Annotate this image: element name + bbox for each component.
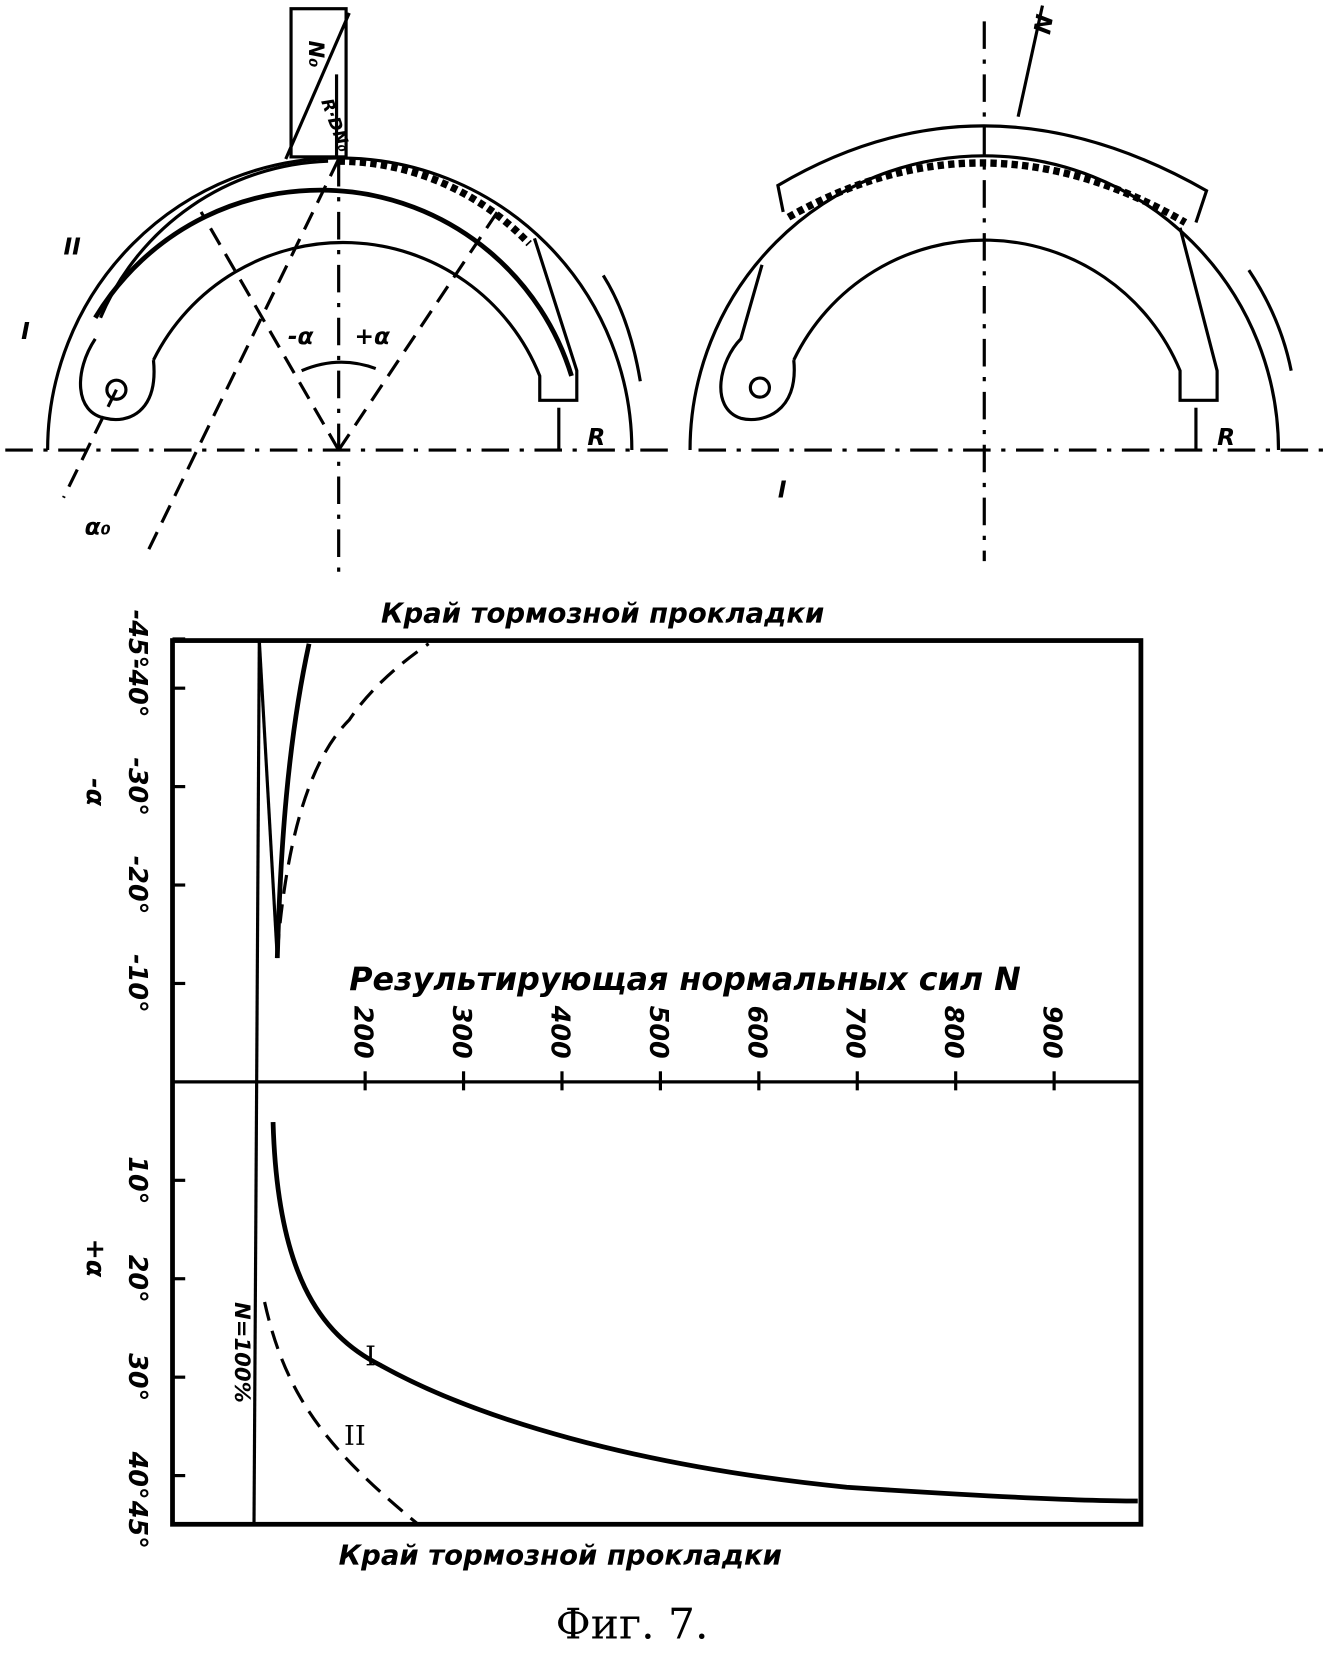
shoe-web bbox=[152, 237, 579, 402]
r-label-left: R bbox=[587, 424, 605, 451]
n-arrow bbox=[1016, 5, 1045, 118]
x-tick-label: 500 bbox=[644, 1006, 674, 1059]
n-100-percent-line bbox=[252, 640, 261, 1525]
y-tick-label: -40° bbox=[123, 659, 153, 718]
y-tick-label: 40° bbox=[123, 1451, 153, 1500]
rotation-arrow bbox=[601, 274, 642, 382]
shoe-web-right bbox=[792, 227, 1219, 402]
x-tick-label: 800 bbox=[939, 1006, 969, 1059]
x-tick-label: 700 bbox=[841, 1006, 871, 1059]
alpha-arc bbox=[301, 360, 377, 373]
curve-ii-bottom bbox=[263, 1301, 420, 1526]
force-box bbox=[289, 7, 348, 159]
curve-i-label: I bbox=[365, 1341, 376, 1373]
drum-outline-right bbox=[688, 154, 1281, 451]
curve-i-top bbox=[274, 643, 312, 959]
alpha0-line-a bbox=[146, 158, 341, 552]
shoe-i-label: I bbox=[21, 318, 30, 345]
figure-caption: Фиг. 7. bbox=[556, 1600, 709, 1649]
r-dn0-label: R·DN₀ bbox=[317, 96, 355, 155]
curve-ii-label: II bbox=[344, 1420, 366, 1452]
y-tick-label: -10° bbox=[123, 954, 153, 1013]
x-tick-label: 400 bbox=[545, 1005, 575, 1059]
alpha0-label: α₀ bbox=[85, 514, 111, 541]
x-tick-label: 200 bbox=[349, 1006, 379, 1059]
pivot-pin-icon bbox=[748, 376, 772, 399]
shoe-lining-inner bbox=[99, 159, 329, 319]
y-label-top: -α bbox=[81, 778, 111, 807]
radial-line-right bbox=[337, 211, 499, 451]
hatched-lining bbox=[338, 157, 532, 247]
chart-title: Результирующая нормальных сил N bbox=[349, 962, 1021, 998]
minus-alpha-label: -α bbox=[288, 323, 315, 350]
rotation-arrow-right bbox=[1247, 269, 1293, 371]
y-label-bottom: +α bbox=[81, 1239, 111, 1278]
x-tick-label: 600 bbox=[742, 1006, 772, 1059]
n0-label: N₀ bbox=[304, 40, 329, 67]
alpha0-line-b bbox=[62, 389, 118, 499]
y-tick-label: 20° bbox=[123, 1255, 153, 1303]
curve-i-bottom bbox=[270, 1122, 1138, 1504]
shoe-i-label-right: I bbox=[778, 477, 787, 504]
y-tick-label: -20° bbox=[123, 856, 153, 915]
pivot-boss-right bbox=[719, 264, 796, 422]
y-tick-label: -30° bbox=[123, 757, 153, 816]
radial-line-left bbox=[199, 211, 341, 451]
x-tick-label: 900 bbox=[1038, 1006, 1068, 1059]
n-label: N bbox=[1027, 12, 1057, 36]
pressure-distribution bbox=[776, 124, 1209, 224]
n-100-percent-label: N=100% bbox=[230, 1302, 255, 1403]
resultant-arrow bbox=[284, 12, 351, 160]
n-ref-left-edge bbox=[257, 640, 279, 959]
plus-alpha-label: +α bbox=[355, 323, 391, 350]
shoe-lining bbox=[93, 187, 574, 377]
r-label-right: R bbox=[1217, 424, 1235, 451]
bottom-edge-label: Край тормозной прокладки bbox=[339, 1539, 782, 1571]
pivot-boss bbox=[78, 338, 156, 422]
pivot-pin-icon bbox=[105, 378, 128, 401]
left-brake-shoe-diagram: N₀ R·DN₀ II I -α +α α₀ R bbox=[5, 7, 678, 572]
y-tick-label: 30° bbox=[123, 1353, 153, 1401]
normal-force-chart: Край тормозной прокладки N=100% Результи… bbox=[81, 598, 1144, 1571]
shoe-ii-label: II bbox=[64, 233, 82, 260]
y-tick-label: 45° bbox=[123, 1500, 153, 1549]
right-brake-shoe-diagram: N I R bbox=[688, 5, 1323, 562]
y-tick-label: -45° bbox=[123, 610, 153, 669]
top-edge-label: Край тормозной прокладки bbox=[381, 598, 824, 630]
y-tick-label: 10° bbox=[123, 1156, 153, 1204]
x-tick-label: 300 bbox=[447, 1006, 477, 1059]
shoe-lining-right bbox=[786, 159, 1188, 226]
